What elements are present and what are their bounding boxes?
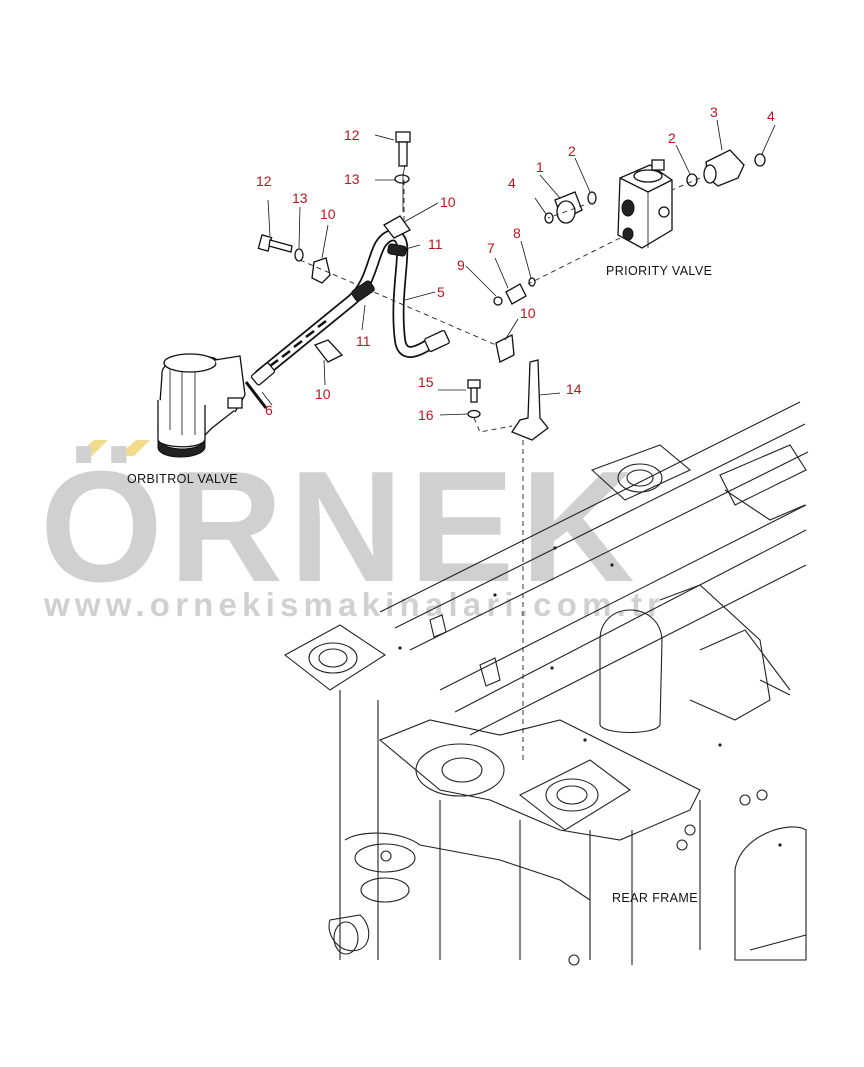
callout-3: 3 bbox=[710, 104, 718, 120]
callout-14: 14 bbox=[566, 381, 582, 397]
hose-assembly bbox=[250, 215, 515, 386]
callout-13-top: 13 bbox=[344, 171, 360, 187]
callout-10-a: 10 bbox=[320, 206, 336, 222]
small-parts bbox=[244, 131, 766, 441]
watermark: ÖRNEK www.ornekismakinalari.com.tr bbox=[40, 439, 665, 623]
callout-2-right: 2 bbox=[668, 130, 676, 146]
watermark-accent-left bbox=[76, 440, 108, 456]
callout-10-d: 10 bbox=[520, 305, 536, 321]
callout-4-left: 4 bbox=[508, 175, 516, 191]
rear-frame-drawing bbox=[283, 401, 809, 966]
callout-4-right: 4 bbox=[767, 108, 775, 124]
callout-9: 9 bbox=[457, 257, 465, 273]
callout-13-left: 13 bbox=[292, 190, 308, 206]
callout-8: 8 bbox=[513, 225, 521, 241]
callout-16: 16 bbox=[418, 407, 434, 423]
callout-2-left: 2 bbox=[568, 143, 576, 159]
watermark-url: www.ornekismakinalari.com.tr bbox=[43, 586, 665, 623]
priority-valve-part bbox=[617, 159, 673, 249]
callout-11-b: 11 bbox=[356, 333, 371, 349]
orbitrol-valve-part bbox=[157, 353, 246, 458]
callout-12-left: 12 bbox=[256, 173, 272, 189]
watermark-accent-right bbox=[118, 440, 150, 456]
leader-lines bbox=[261, 119, 776, 760]
rear-frame-label: REAR FRAME bbox=[612, 891, 698, 905]
orbitrol-valve-label: ORBITROL VALVE bbox=[127, 472, 238, 486]
callout-10-c: 10 bbox=[315, 386, 331, 402]
callout-12-top: 12 bbox=[344, 127, 360, 143]
callout-15: 15 bbox=[418, 374, 434, 390]
callout-7: 7 bbox=[487, 240, 495, 256]
callout-6: 6 bbox=[265, 402, 273, 418]
priority-valve-label: PRIORITY VALVE bbox=[606, 264, 712, 278]
captions: PRIORITY VALVE ORBITROL VALVE REAR FRAME bbox=[127, 264, 712, 905]
callout-10-b: 10 bbox=[440, 194, 456, 210]
callout-11-a: 11 bbox=[428, 236, 443, 252]
callout-5: 5 bbox=[437, 284, 445, 300]
watermark-brand: ÖRNEK bbox=[40, 439, 641, 615]
callouts: 12 13 12 13 10 10 11 5 11 10 6 4 1 2 2 3… bbox=[256, 104, 775, 423]
callout-1: 1 bbox=[536, 159, 544, 175]
